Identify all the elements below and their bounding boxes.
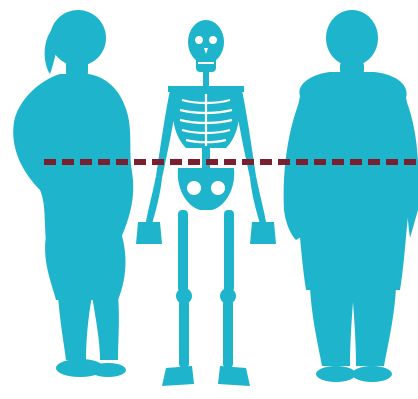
silhouette-side-profile-icon bbox=[13, 10, 133, 377]
skeleton-icon bbox=[136, 20, 276, 386]
silhouette-front-icon bbox=[284, 10, 418, 382]
